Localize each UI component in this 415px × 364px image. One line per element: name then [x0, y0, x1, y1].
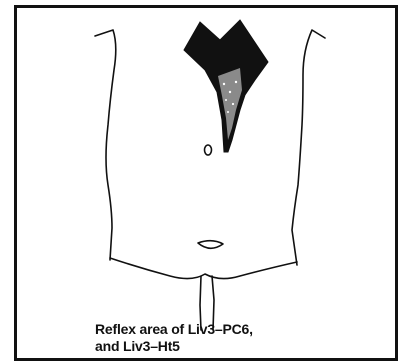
right-torso-outline	[292, 30, 325, 265]
left-torso-outline	[95, 30, 116, 260]
caption-line-2: and Liv3–Ht5	[95, 338, 385, 355]
groin-outline	[110, 258, 297, 279]
navel-mark	[205, 145, 212, 155]
pubic-mark	[198, 241, 223, 249]
caption-line-1: Reflex area of Liv3–PC6,	[95, 321, 385, 338]
figure-caption: Reflex area of Liv3–PC6, and Liv3–Ht5	[95, 321, 385, 355]
